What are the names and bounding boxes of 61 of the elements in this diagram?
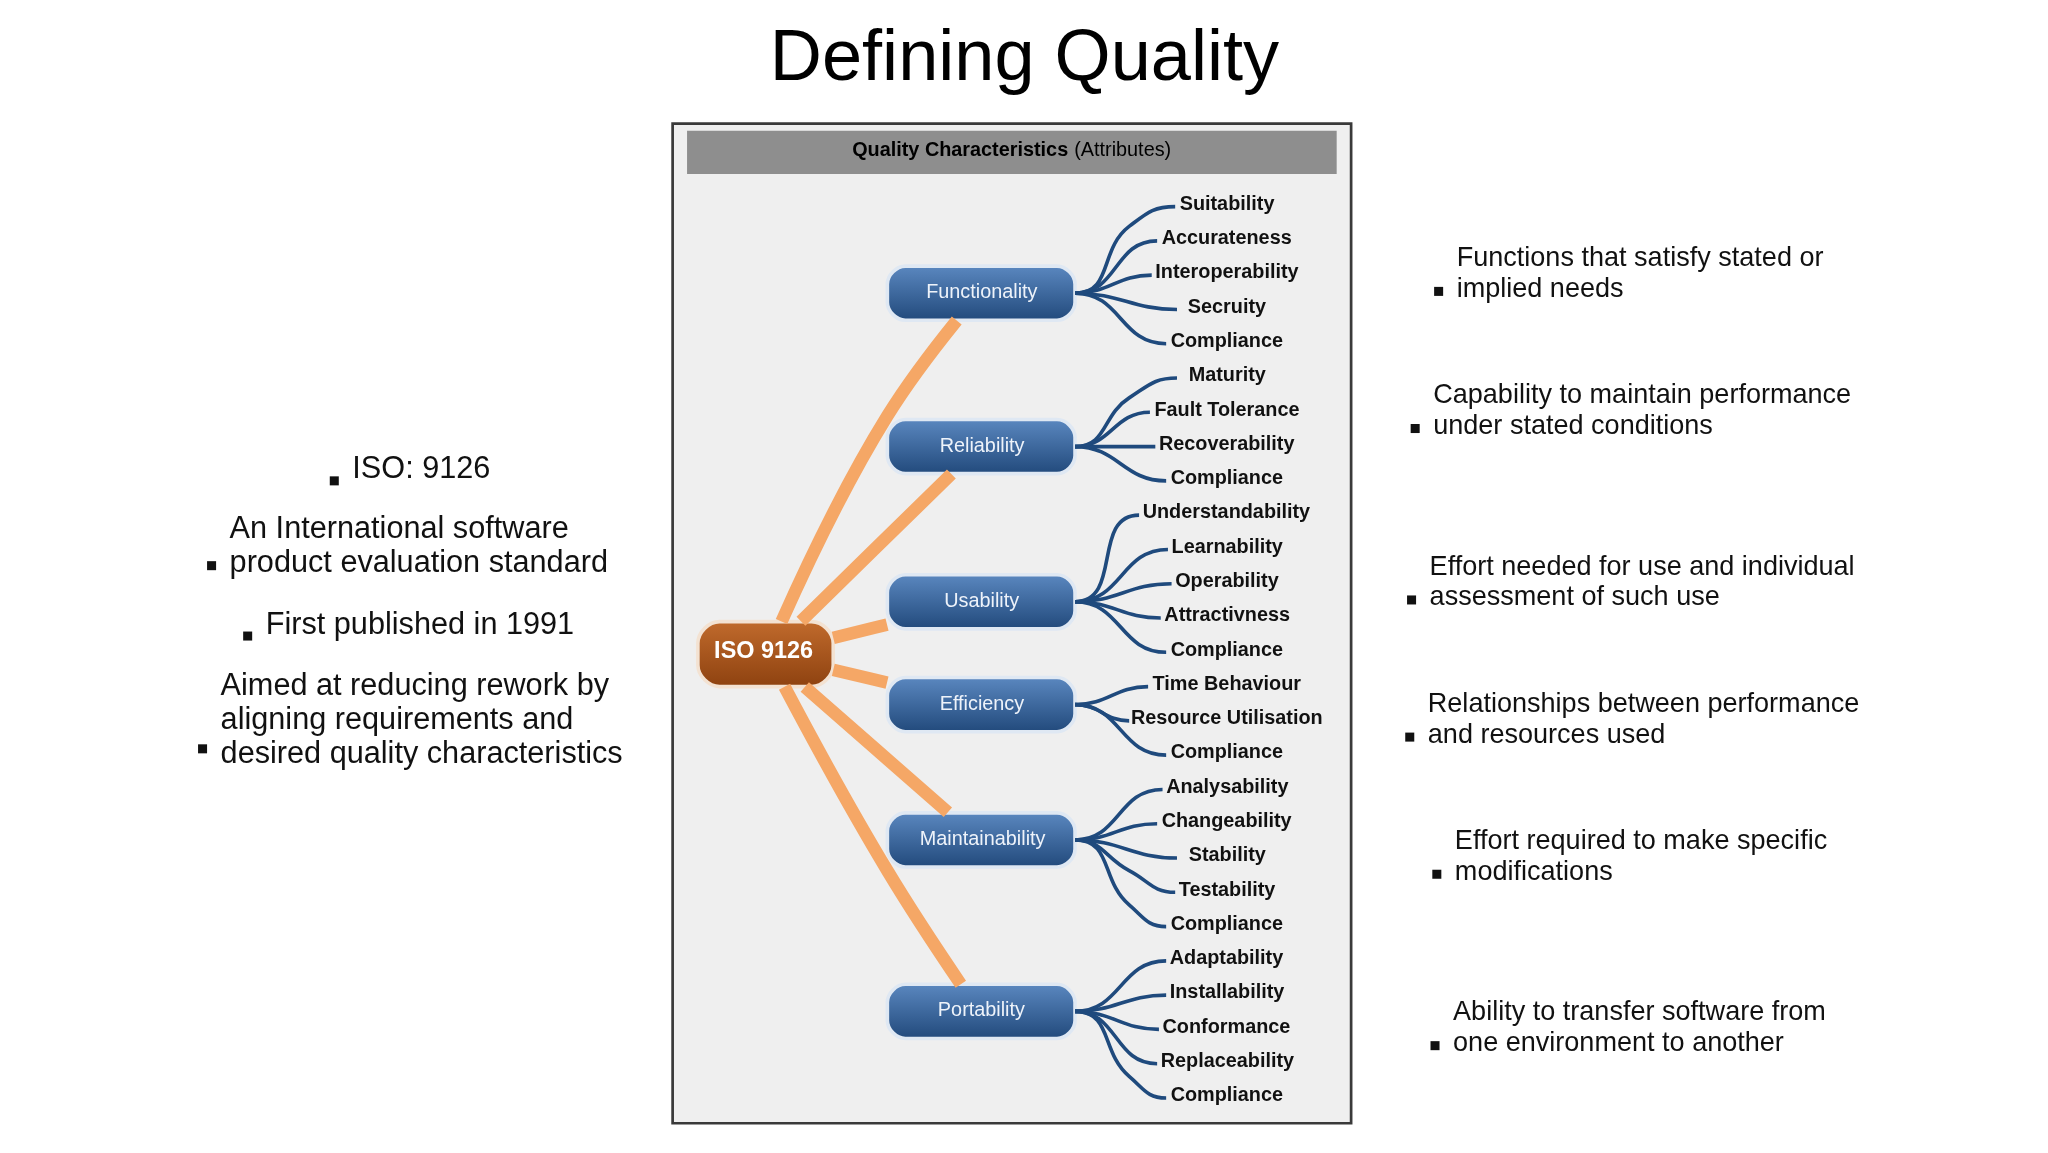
- connector: [831, 618, 889, 644]
- node-text: Compliance: [1170, 328, 1283, 351]
- node-text: Analysability: [1165, 774, 1288, 797]
- node-text: Secruity: [1187, 294, 1266, 317]
- label: Ability to transfer software from one environment to another: [1452, 996, 1826, 1058]
- connector: [831, 663, 888, 689]
- connector: [1074, 599, 1166, 655]
- node-text: Attractivness: [1163, 603, 1290, 626]
- node-text: Maturity: [1188, 363, 1266, 386]
- node-text: Replaceability: [1160, 1048, 1294, 1071]
- label: Effort needed for use and individual assessment of such use: [1429, 550, 1855, 612]
- node-text: Compliance: [1170, 1083, 1283, 1106]
- node-text: Installability: [1169, 980, 1284, 1003]
- connector: [1074, 959, 1166, 1014]
- label: Relationships between performance and resources used: [1427, 687, 1859, 749]
- node-text: Stability: [1188, 843, 1266, 866]
- node-box: Usability: [885, 572, 1077, 631]
- node-text: Operability: [1174, 568, 1279, 591]
- node-text: Compliance: [1170, 740, 1283, 763]
- connector: [800, 682, 952, 818]
- connector: [1074, 702, 1129, 723]
- connector: [1074, 787, 1163, 842]
- connector: [1074, 204, 1175, 295]
- node-text: Fault Tolerance: [1153, 397, 1299, 420]
- node-text: Accurateness: [1161, 226, 1292, 249]
- connector: [796, 469, 956, 626]
- label: Aimed at reducing rework by aligning requirements and desired quality characteristics: [220, 666, 623, 770]
- connector: [1074, 702, 1166, 757]
- connector: [1074, 684, 1148, 707]
- connector: [1074, 599, 1161, 620]
- label: First published in 1991: [265, 605, 574, 640]
- node-text: Testability: [1178, 877, 1275, 900]
- node-text: Interoperability: [1154, 260, 1299, 283]
- node-box: Portability: [885, 982, 1077, 1041]
- label: An International software product evaluation standard: [229, 509, 608, 579]
- connector: [775, 316, 962, 625]
- node-box: Functionality: [885, 264, 1077, 323]
- node-text: Compliance: [1170, 466, 1283, 489]
- connector: [778, 683, 966, 988]
- node-box: Efficiency: [885, 675, 1077, 734]
- node-text: Adaptability: [1169, 946, 1283, 969]
- node-text: Compliance: [1170, 911, 1283, 934]
- diagram-title: Defining Quality: [769, 15, 1279, 96]
- label: Effort required to make specific modifications: [1454, 824, 1827, 886]
- node-text: Learnability: [1171, 534, 1283, 557]
- node-text: Suitability: [1179, 191, 1274, 214]
- node-text: Resource Utilisation: [1130, 706, 1323, 729]
- node-text: Conformance: [1162, 1014, 1290, 1037]
- node-box: Reliability: [885, 417, 1077, 476]
- label: ISO: 9126: [351, 450, 490, 485]
- label: Capability to maintain performance under stated conditions: [1432, 379, 1851, 440]
- connector: [1074, 376, 1177, 449]
- node-box: Maintainability: [885, 811, 1077, 869]
- node-text: Understandability: [1142, 500, 1310, 523]
- node-text: Compliance: [1170, 637, 1283, 660]
- node-text: Recoverability: [1158, 431, 1294, 454]
- label: Functions that satisfy stated or implied needs: [1456, 242, 1823, 303]
- node-text: Time Behaviour: [1152, 671, 1301, 694]
- node-text: Changeability: [1161, 808, 1292, 831]
- node-box: ISO 9126: [695, 619, 835, 689]
- connector: [1074, 513, 1139, 604]
